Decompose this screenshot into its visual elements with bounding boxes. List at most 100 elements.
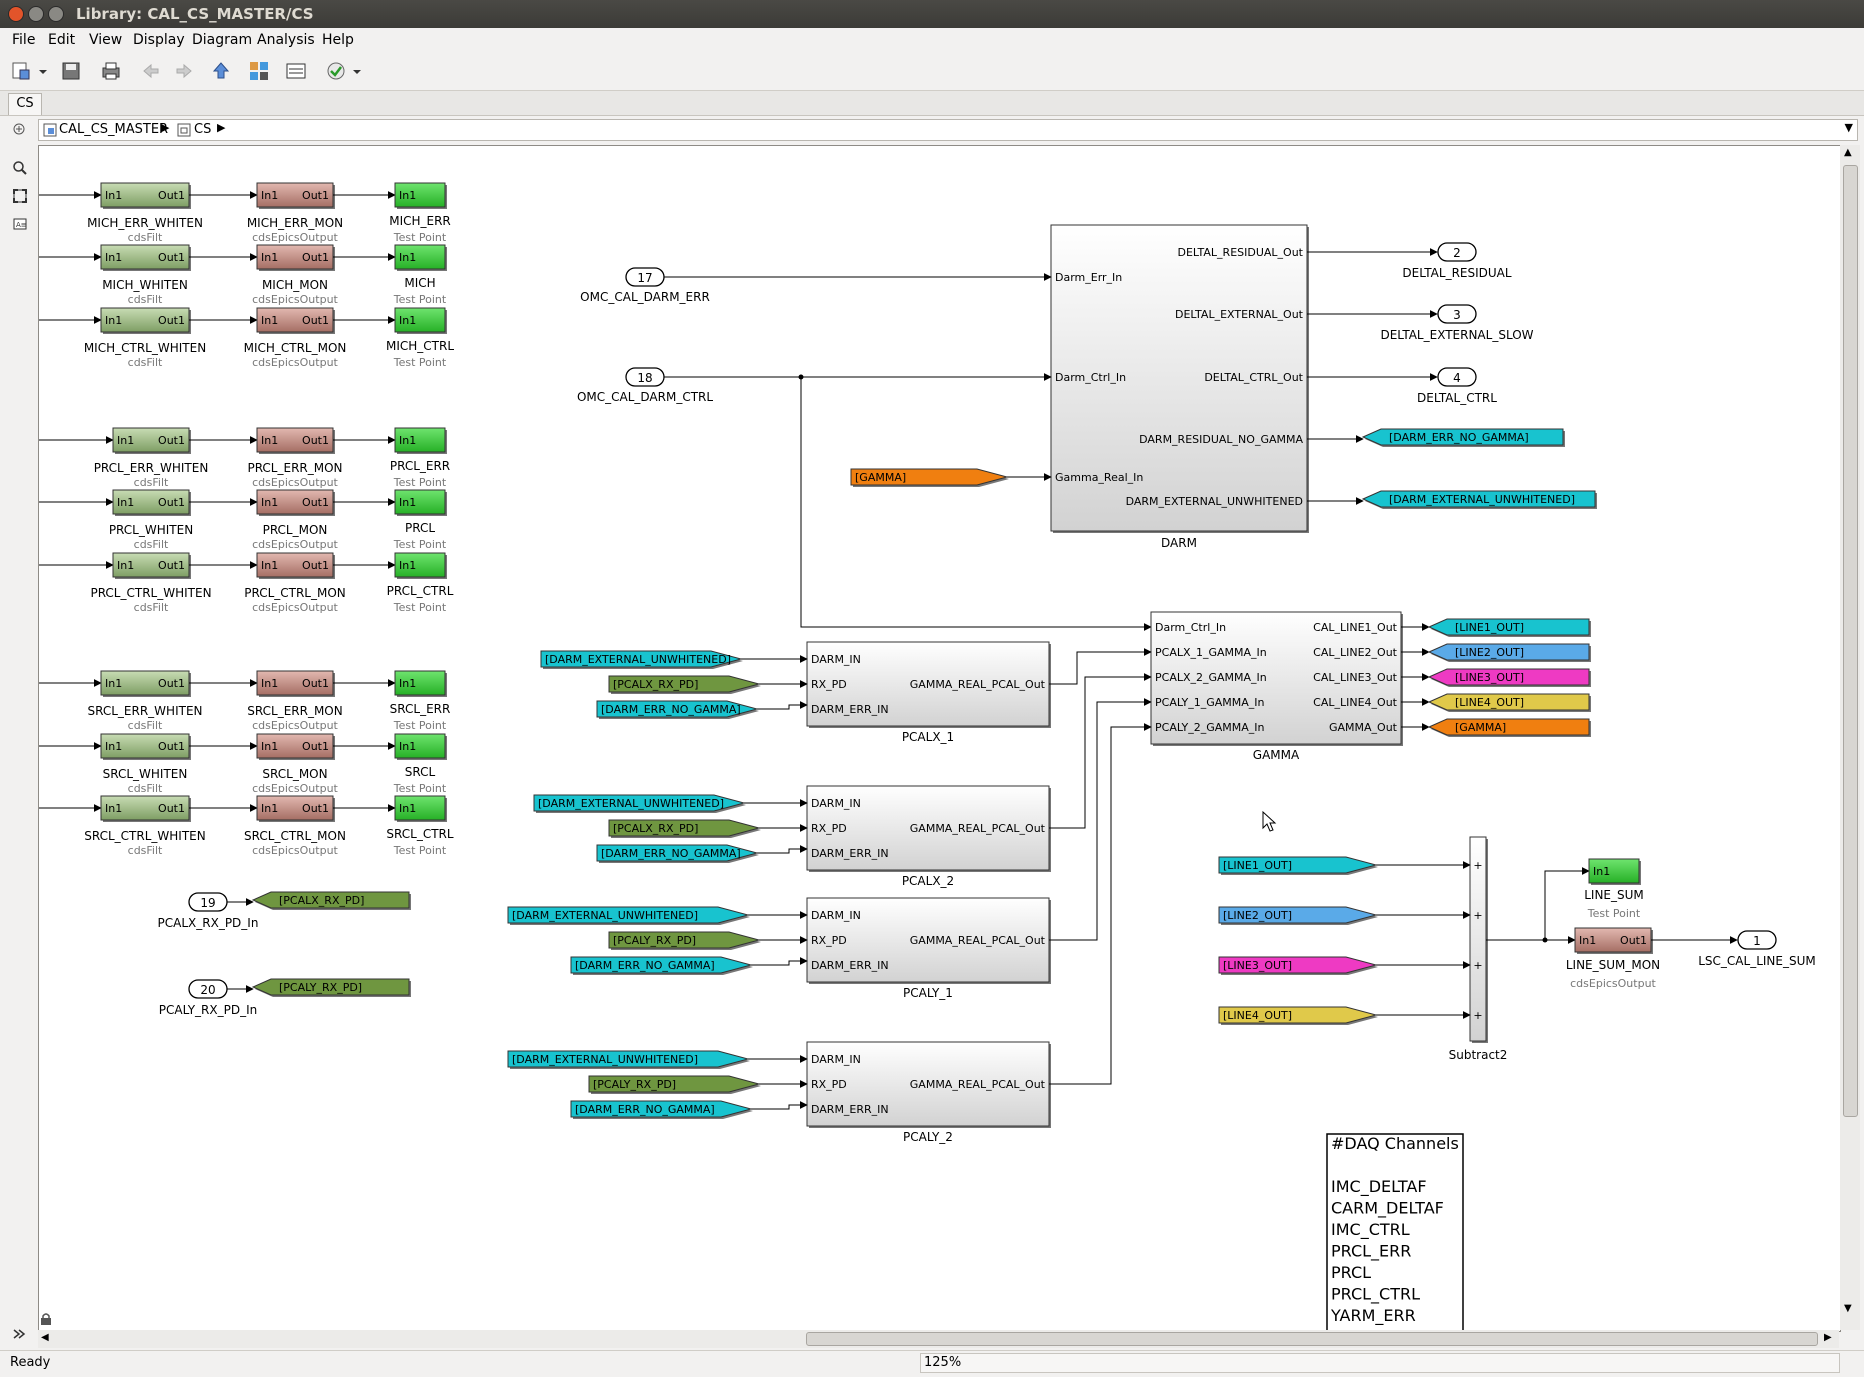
from-tag-rx-pd-body[interactable] [608,931,761,949]
from-tag-darm-err-no-gamma[interactable]: [DARM_ERR_NO_GAMMA] [570,1100,753,1119]
test-point-block-body[interactable] [394,795,446,821]
pcal-block-body[interactable] [806,897,1050,983]
whiten-filter-block-body[interactable] [100,307,190,333]
from-tag-line4-body[interactable] [1218,1006,1378,1024]
inport-17[interactable]: 17 [625,267,665,287]
from-tag-darm-external-unwhitened[interactable]: [DARM_EXTERNAL_UNWHITENED] [507,906,750,925]
whiten-filter-block-body[interactable] [100,670,190,696]
hide-explorer-icon[interactable] [13,123,25,135]
goto-tag-line4-body[interactable] [1427,693,1590,711]
outport-2[interactable]: 2 [1437,242,1477,262]
from-tag-rx-pd-body[interactable] [608,675,761,693]
test-point-block[interactable]: In1 [394,307,447,334]
darm-block[interactable]: Darm_Err_InDarm_Ctrl_InGamma_Real_InDELT… [1050,224,1309,533]
horizontal-scrollbar[interactable]: ◀ ▶ [38,1330,1839,1348]
subtract2-body[interactable] [1469,836,1487,1042]
test-point-block-body[interactable] [394,427,446,453]
check-dropdown-icon[interactable] [352,60,362,82]
test-point-block-body[interactable] [394,182,446,208]
goto-tag-line2-body[interactable] [1427,643,1590,661]
goto-tag-pcaly_rx[interactable]: [PCALY_RX_PD] [251,978,411,997]
annotation-icon[interactable]: A≡ [12,216,28,232]
back-arrow-icon[interactable] [140,60,162,82]
horizontal-scroll-thumb[interactable] [806,1332,1818,1346]
from-tag-darm-external-unwhitened[interactable]: [DARM_EXTERNAL_UNWHITENED] [540,650,743,669]
from-tag-line1-body[interactable] [1218,856,1378,874]
from-tag-darm-external-unwhitened-body[interactable] [533,794,746,812]
goto-tag-darm-err-no-gamma[interactable]: [DARM_ERR_NO_GAMMA] [1361,428,1565,447]
goto-tag-darm-err-no-gamma-body[interactable] [1361,428,1564,446]
pcal-block[interactable]: DARM_INRX_PDDARM_ERR_INGAMMA_REAL_PCAL_O… [806,785,1051,872]
goto-tag-line3[interactable]: [LINE3_OUT] [1427,668,1591,687]
pcal-block[interactable]: DARM_INRX_PDDARM_ERR_INGAMMA_REAL_PCAL_O… [806,1041,1051,1128]
menu-edit[interactable]: Edit [48,32,76,48]
goto-tag-darm-external-unwhitened-body[interactable] [1361,490,1596,508]
test-point-block-body[interactable] [394,307,446,333]
test-point-block-body[interactable] [394,733,446,759]
from-tag-rx-pd[interactable]: [PCALX_RX_PD] [608,819,761,838]
minimize-window-icon[interactable] [28,6,44,22]
test-point-block[interactable]: In1 [394,182,447,209]
inport-18[interactable]: 18 [625,367,665,387]
pcal-block-body[interactable] [806,785,1050,871]
expand-toolbar-icon[interactable] [12,1327,26,1341]
up-to-parent-icon[interactable] [210,60,232,82]
inport-20[interactable]: 20 [188,979,228,999]
epics-output-block-body[interactable] [256,670,334,696]
pcal-block-body[interactable] [806,1041,1050,1127]
outport-3[interactable]: 3 [1437,304,1477,324]
from-tag-rx-pd-body[interactable] [608,819,761,837]
epics-output-block-body[interactable] [256,307,334,333]
goto-tag-line1-body[interactable] [1427,618,1590,636]
inport-19[interactable]: 19 [188,892,228,912]
close-window-icon[interactable] [8,6,24,22]
maximize-window-icon[interactable] [48,6,64,22]
from-tag-line3-body[interactable] [1218,956,1378,974]
outport-2-shape[interactable] [1437,242,1477,262]
from-tag-rx-pd[interactable]: [PCALY_RX_PD] [588,1075,761,1094]
epics-output-block-body[interactable] [256,733,334,759]
from-tag-darm-err-no-gamma-body[interactable] [570,1100,753,1118]
test-point-block[interactable]: In1 [394,427,447,454]
from-tag-line2[interactable]: [LINE2_OUT] [1218,906,1378,925]
outport-1[interactable]: 1 [1737,930,1777,950]
from-tag-darm-err-no-gamma-body[interactable] [596,700,759,718]
vertical-scroll-thumb[interactable] [1843,165,1858,1117]
pcal-block[interactable]: DARM_INRX_PDDARM_ERR_INGAMMA_REAL_PCAL_O… [806,641,1051,728]
menu-help[interactable]: Help [322,32,354,48]
whiten-filter-block-body[interactable] [112,489,190,515]
test-point-block[interactable]: In1 [394,670,447,697]
test-point-block[interactable]: In1 [394,795,447,822]
scroll-right-icon[interactable]: ▶ [1824,1332,1832,1343]
from-tag-gamma[interactable]: [GAMMA] [850,468,1009,487]
history-dropdown-icon[interactable]: ▼ [1844,121,1853,134]
scroll-down-icon[interactable]: ▼ [1844,1303,1852,1314]
outport-3-shape[interactable] [1437,304,1477,324]
from-tag-darm-external-unwhitened[interactable]: [DARM_EXTERNAL_UNWHITENED] [507,1050,750,1069]
from-tag-line2-body[interactable] [1218,906,1378,924]
whiten-filter-block-body[interactable] [112,427,190,453]
goto-tag-line4[interactable]: [LINE4_OUT] [1427,693,1591,712]
zoom-icon[interactable] [12,160,28,176]
epics-output-block-body[interactable] [256,552,334,578]
from-tag-darm-external-unwhitened[interactable]: [DARM_EXTERNAL_UNWHITENED] [533,794,746,813]
test-point-block-body[interactable] [394,489,446,515]
whiten-filter-block-body[interactable] [100,244,190,270]
goto-tag-gamma[interactable]: [GAMMA] [1427,718,1591,737]
